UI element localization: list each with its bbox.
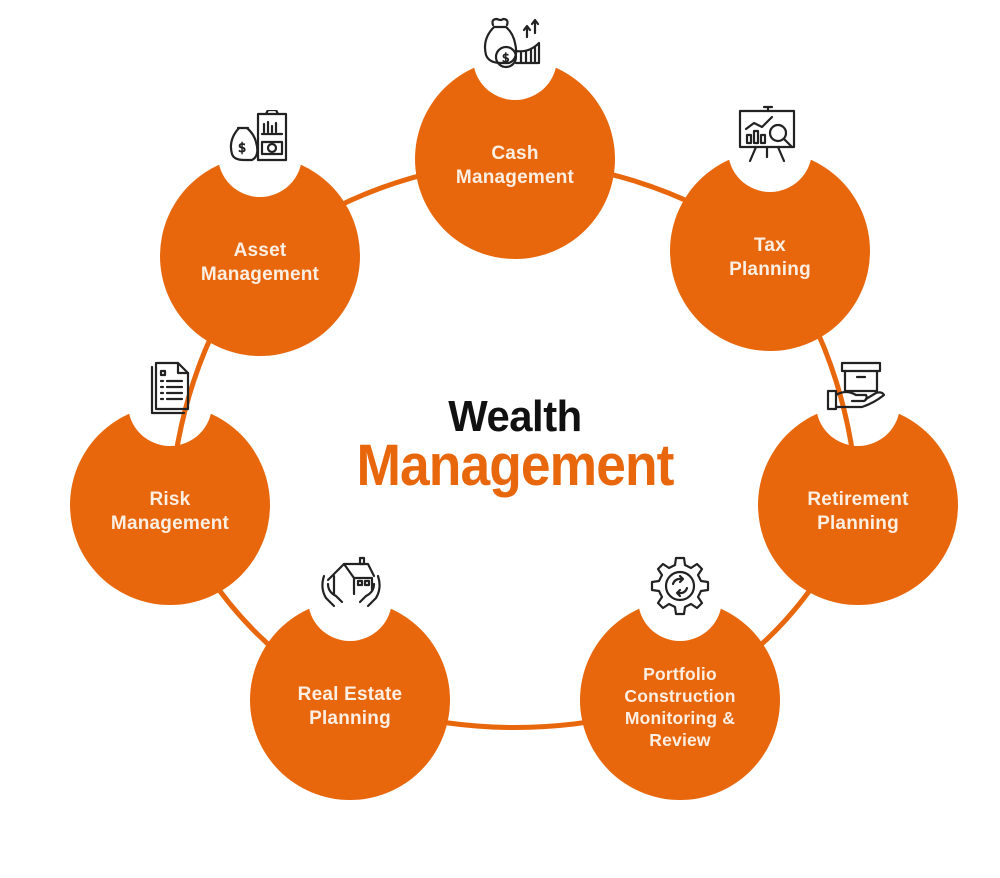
node-label: Asset Management [200, 240, 320, 285]
node-blob [758, 405, 958, 605]
money-bag-growth-icon: $ [483, 17, 541, 69]
node-cash-management: $ Cash Management [409, 17, 621, 265]
node-label: Retirement Planning [807, 489, 909, 534]
node-label: Portfolio Construction Monitoring & Revi… [624, 664, 736, 750]
node-blob [70, 405, 270, 605]
node-blob [670, 151, 870, 351]
svg-text:$: $ [502, 51, 510, 65]
node-blob [580, 600, 780, 800]
node-blob [415, 59, 615, 259]
node-retirement-planning: Retirement Planning [752, 361, 964, 611]
node-label: Cash Management [455, 143, 575, 188]
node-blob [250, 600, 450, 800]
money-bag-clipboard-icon: $ [229, 110, 288, 162]
svg-text:$: $ [238, 141, 246, 156]
hand-holding-box-icon [826, 361, 886, 411]
node-label: Risk Management [110, 489, 230, 534]
node-label: Tax Planning [729, 235, 811, 280]
title-line-management: Management [356, 433, 675, 498]
hands-holding-house-icon [321, 556, 381, 608]
node-blob [160, 156, 360, 356]
node-asset-management: $ Asset Management [154, 110, 366, 362]
gear-refresh-icon [650, 556, 710, 616]
node-tax-planning: Tax Planning [664, 105, 876, 357]
node-real-estate-planning: Real Estate Planning [244, 556, 456, 806]
document-list-icon [150, 361, 190, 415]
title-line-wealth: Wealth [448, 392, 582, 441]
node-risk-management: Risk Management [64, 361, 276, 611]
presentation-chart-search-icon [738, 105, 796, 163]
node-label: Real Estate Planning [297, 684, 403, 729]
node-portfolio-construction: Portfolio Construction Monitoring & Revi… [574, 556, 786, 806]
